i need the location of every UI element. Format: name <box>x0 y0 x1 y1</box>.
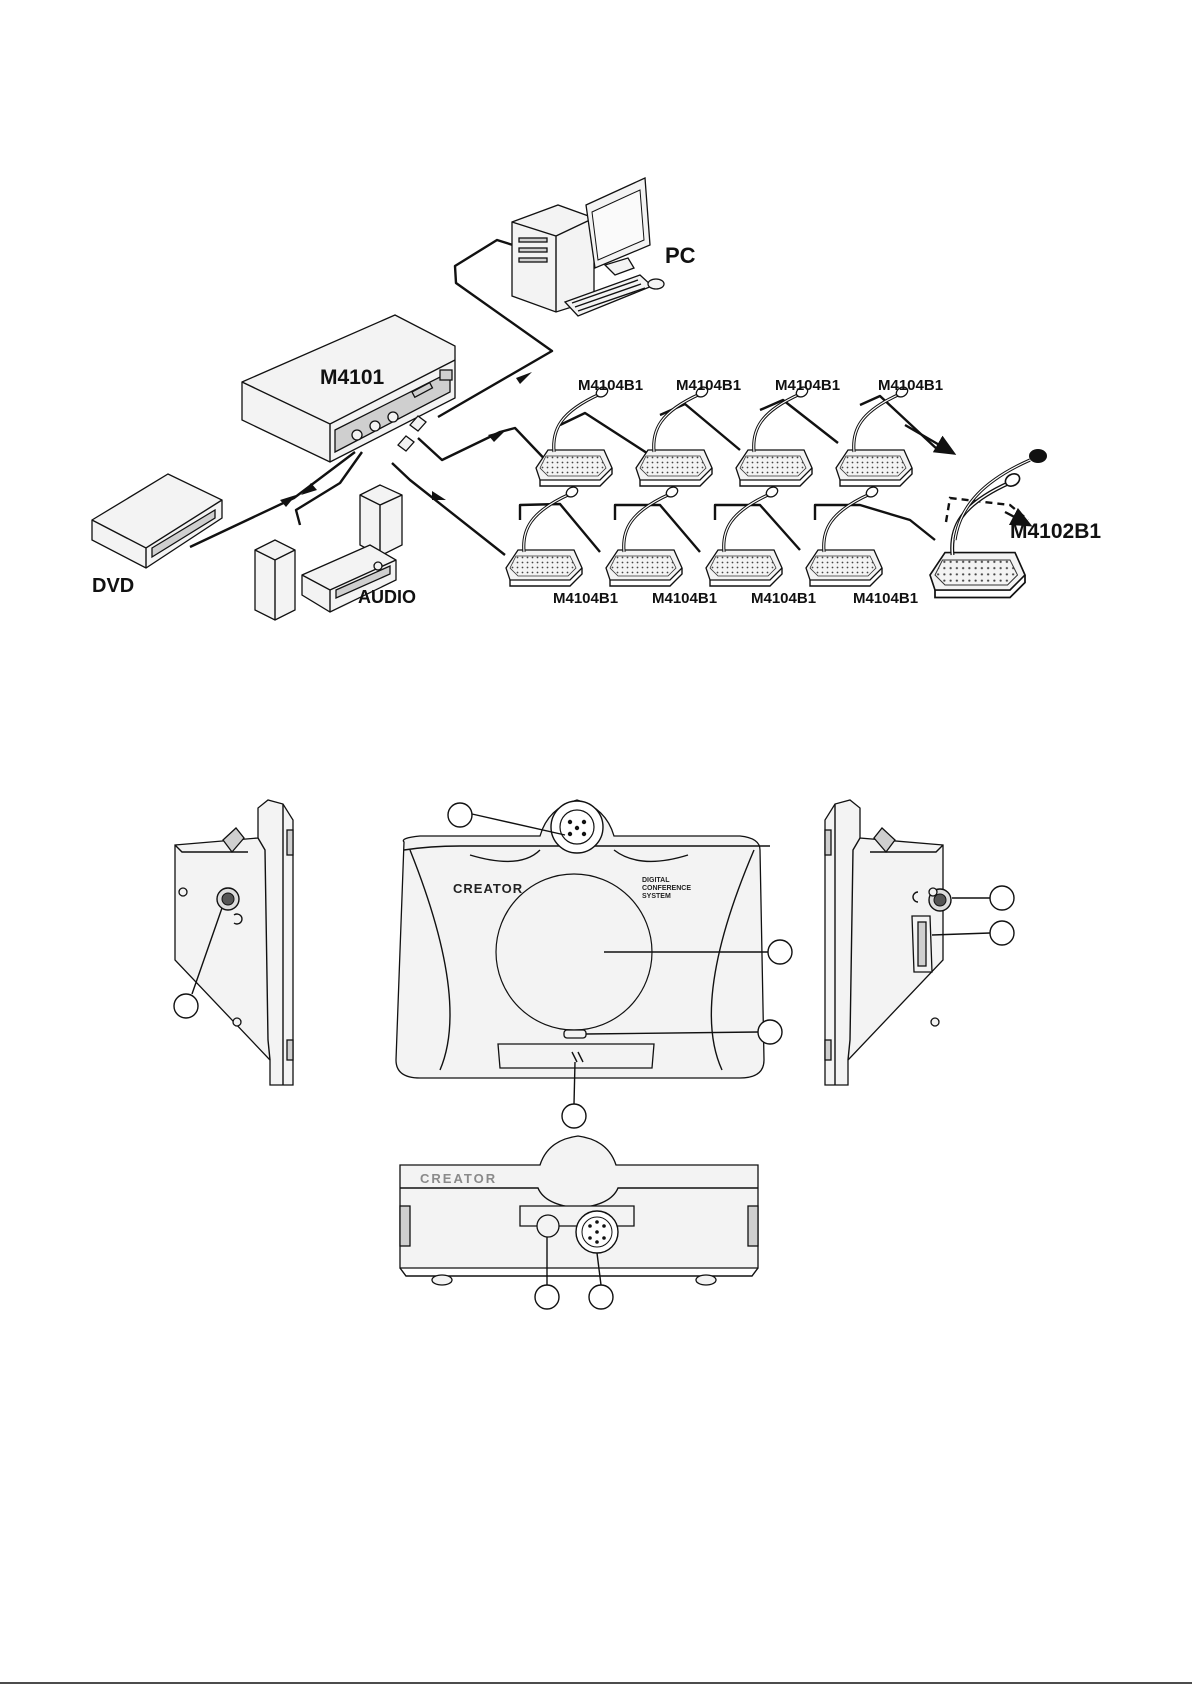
pc-label: PC <box>665 243 696 268</box>
callout-marker <box>535 1285 559 1309</box>
left-side-view <box>174 800 293 1085</box>
delegate-unit <box>636 385 712 486</box>
delegate-label: M4104B1 <box>553 590 618 607</box>
pc-computer: PC <box>512 178 696 316</box>
delegate-label: M4104B1 <box>775 377 840 394</box>
callout-marker <box>562 1104 586 1128</box>
delegate-label: M4104B1 <box>878 377 943 394</box>
callout-marker <box>174 994 198 1018</box>
callout-marker <box>758 1020 782 1044</box>
front-view: CREATOR <box>400 1136 758 1309</box>
main-unit-label: M4101 <box>320 366 385 389</box>
right-side-view <box>825 800 1014 1085</box>
delegate-label: M4104B1 <box>578 377 643 394</box>
delegate-units-lower: M4104B1 M4104B1 M4104B1 M4104B1 <box>506 485 918 607</box>
delegate-unit <box>536 385 612 486</box>
system-text-line3: SYSTEM <box>642 893 671 900</box>
delegate-label: M4104B1 <box>853 590 918 607</box>
delegate-unit <box>836 385 912 486</box>
delegate-unit <box>506 485 582 586</box>
system-text-line1: DIGITAL <box>642 877 670 884</box>
delegate-label: M4104B1 <box>652 590 717 607</box>
connection-diagram: PC M4101 DVD <box>92 178 1101 620</box>
callout-marker <box>448 803 472 827</box>
callout-marker <box>768 940 792 964</box>
delegate-unit <box>806 485 882 586</box>
delegate-unit <box>606 485 682 586</box>
dvd-player: DVD <box>92 474 222 597</box>
brand-logo-top: CREATOR <box>453 881 523 896</box>
delegate-label: M4104B1 <box>751 590 816 607</box>
unit-views: CREATOR DIGITAL CONFERENCE SYSTEM <box>174 800 1014 1309</box>
callout-marker <box>990 921 1014 945</box>
dvd-label: DVD <box>92 575 134 597</box>
top-view: CREATOR DIGITAL CONFERENCE SYSTEM <box>396 800 792 1128</box>
audio-label: AUDIO <box>358 587 416 607</box>
callout-marker <box>589 1285 613 1309</box>
delegate-unit <box>706 485 782 586</box>
chairman-unit: M4102B1 <box>930 449 1101 598</box>
delegate-units-upper: M4104B1 M4104B1 M4104B1 M4104B1 <box>536 377 943 486</box>
main-unit-m4101: M4101 <box>242 315 455 462</box>
chairman-label: M4102B1 <box>1010 520 1101 543</box>
delegate-label: M4104B1 <box>676 377 741 394</box>
delegate-unit <box>736 385 812 486</box>
system-text-line2: CONFERENCE <box>642 885 691 892</box>
callout-marker <box>990 886 1014 910</box>
brand-logo-front: CREATOR <box>420 1171 497 1186</box>
